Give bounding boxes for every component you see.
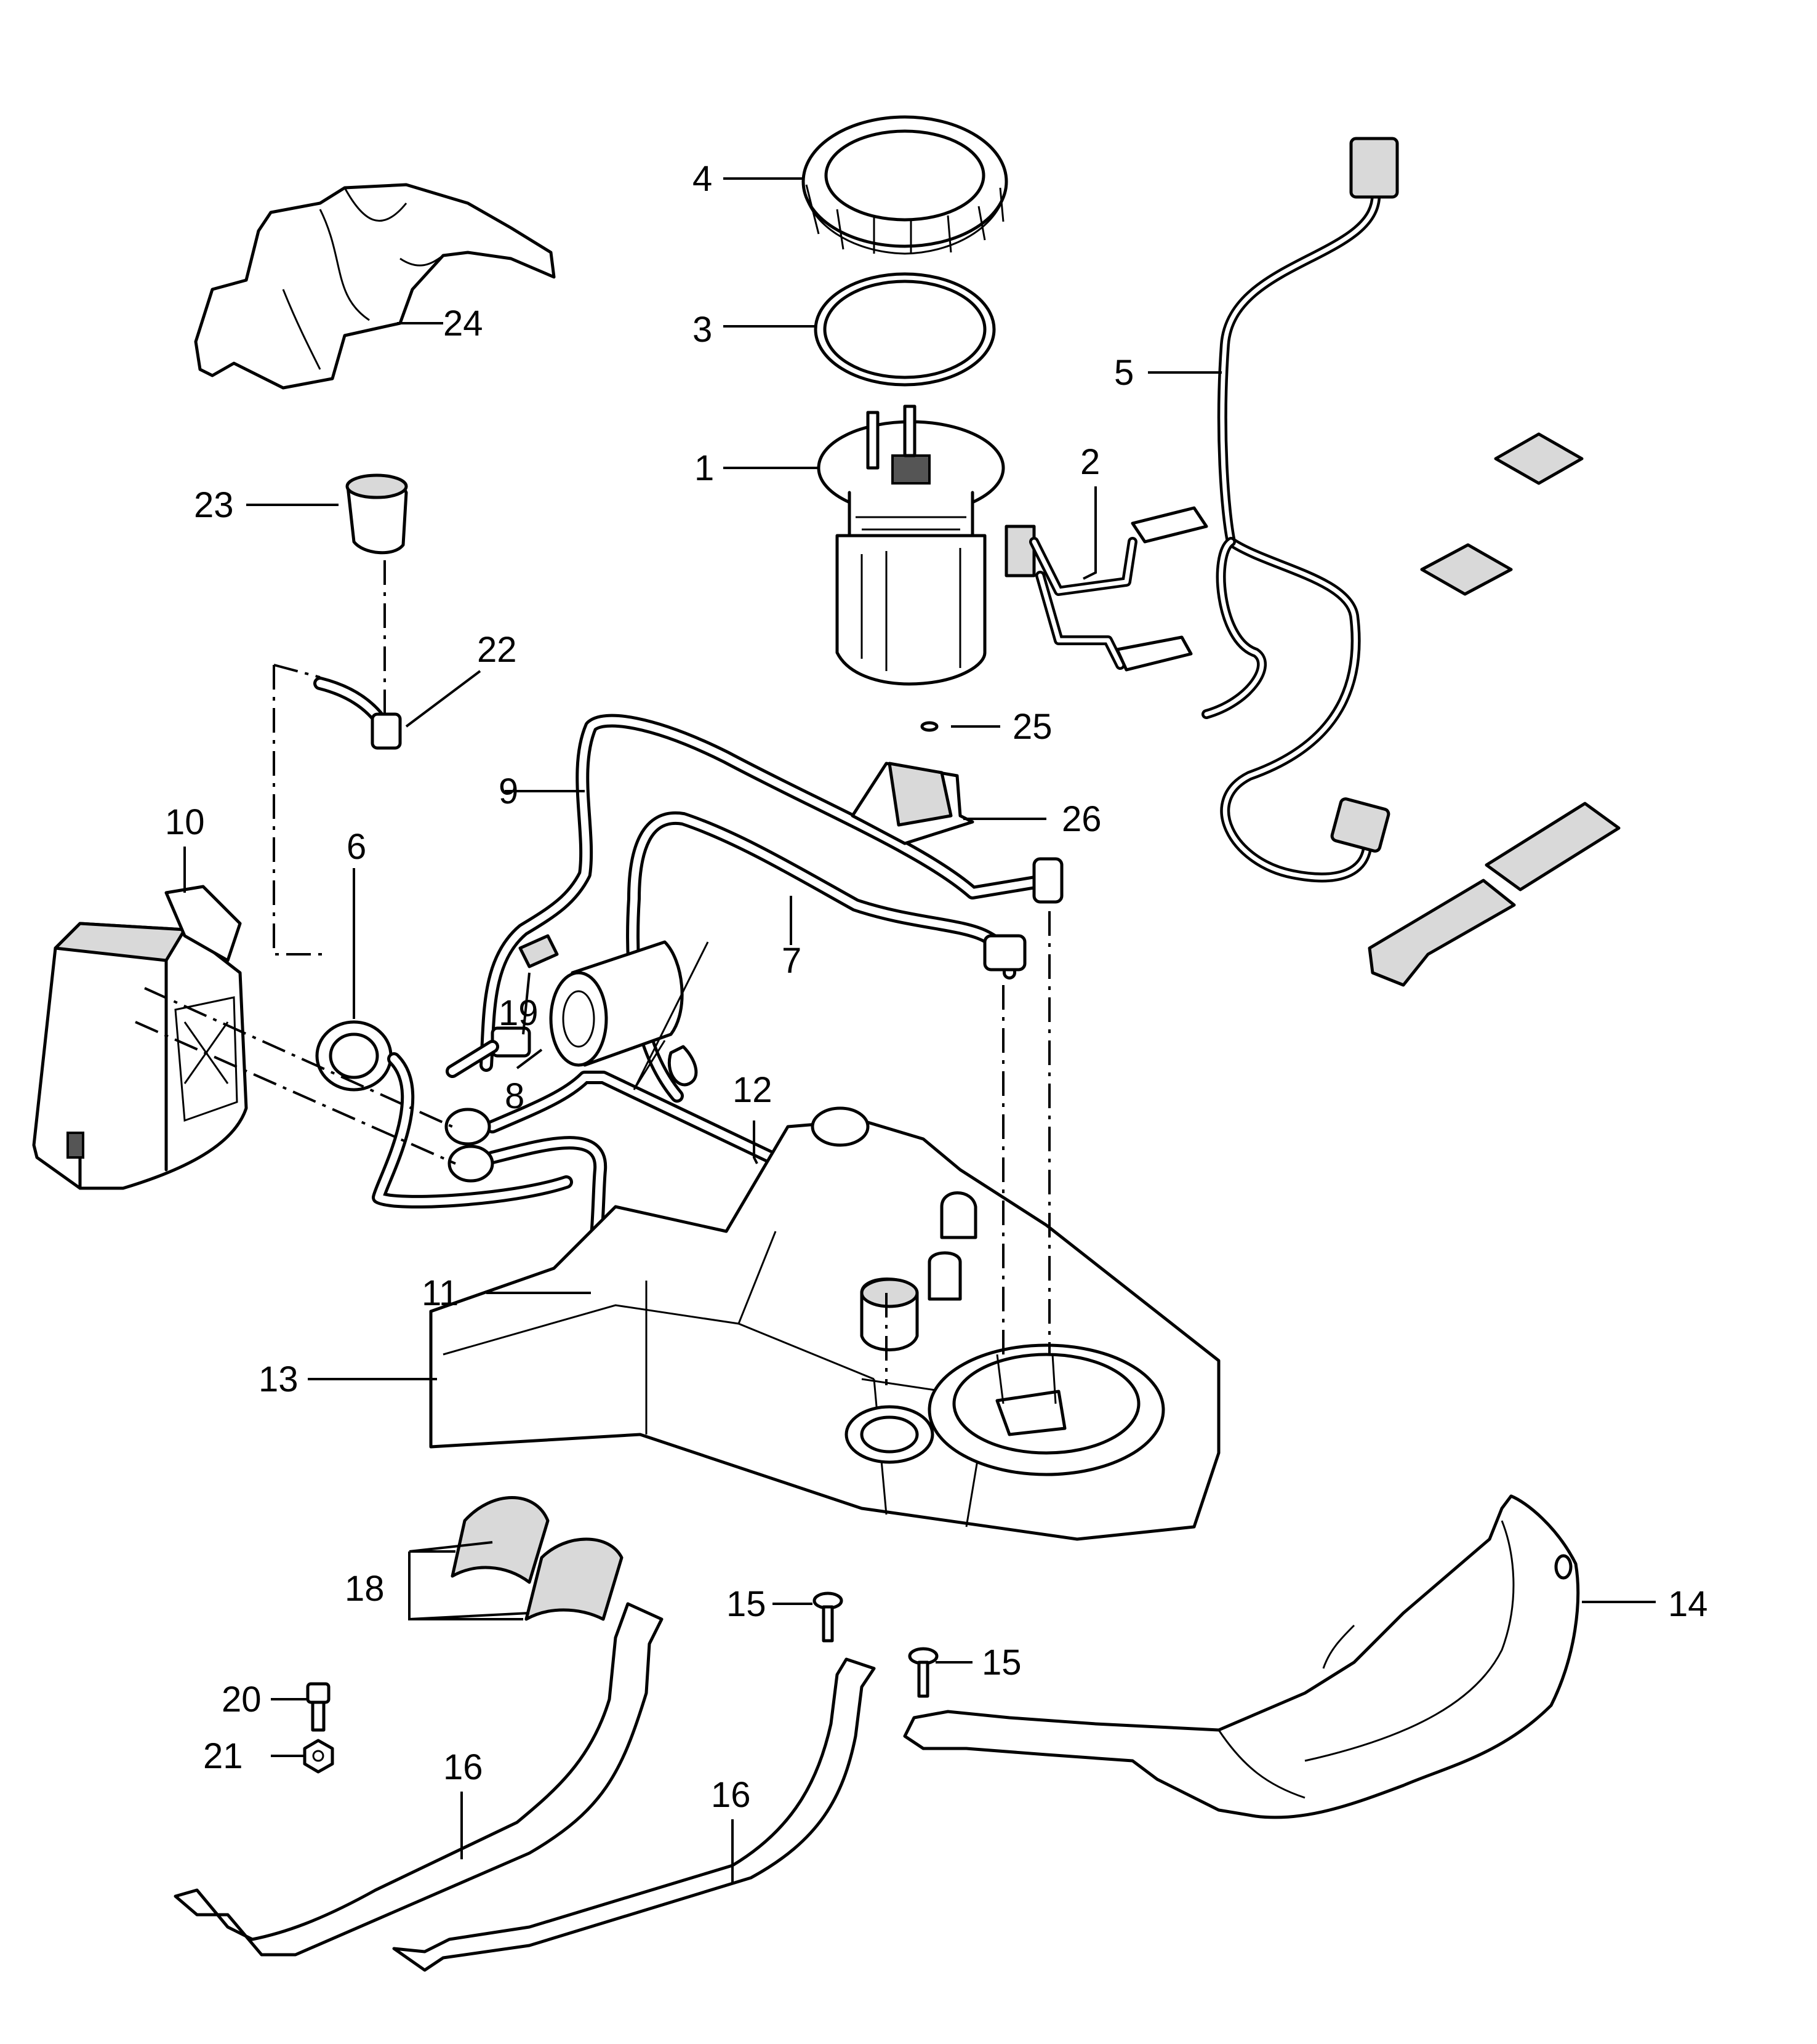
callout-4: 4	[692, 159, 712, 199]
part-3-seal-ring	[814, 272, 996, 387]
callout-10: 10	[165, 802, 205, 842]
part-23-cap	[345, 473, 408, 555]
callout-21: 21	[203, 1736, 243, 1776]
part-26-bracket	[851, 762, 974, 845]
part-24-heat-shield	[194, 183, 556, 390]
callout-1: 1	[694, 448, 714, 488]
pad-set	[1368, 432, 1621, 987]
part-9-fuel-supply-line	[479, 714, 1064, 1072]
callout-19: 19	[499, 993, 539, 1033]
callout-22: 22	[477, 630, 517, 670]
callout-13: 13	[259, 1359, 299, 1399]
part-15-bolt-a	[812, 1591, 843, 1643]
part-22-elbow-pipe	[313, 677, 402, 750]
callout-11: 11	[422, 1273, 459, 1313]
part-7-fuel-return-line	[626, 811, 1027, 1103]
part-16-strap-right	[392, 1657, 876, 1972]
part-20-bolt	[306, 1682, 331, 1732]
part-6-hose-clamp	[315, 1020, 393, 1092]
callout-18: 18	[345, 1569, 385, 1609]
part-13-fuel-tank	[429, 1106, 1221, 1541]
callout-9: 9	[499, 771, 518, 811]
callout-23: 23	[194, 485, 234, 525]
callout-6: 6	[347, 827, 366, 867]
callout-14: 14	[1668, 1584, 1708, 1624]
leader-lines	[183, 177, 1656, 1884]
part-10-charcoal-canister	[32, 885, 248, 1190]
callout-16b: 16	[711, 1775, 751, 1815]
part-4-locking-ring	[801, 115, 1008, 255]
part-18-pads	[451, 1496, 624, 1621]
callout-12: 12	[732, 1070, 772, 1110]
part-1-fuel-pump-module	[817, 404, 1005, 686]
callout-15a: 15	[726, 1584, 766, 1624]
callout-7: 7	[782, 941, 801, 981]
callout-26: 26	[1062, 799, 1102, 839]
callout-5: 5	[1114, 353, 1134, 393]
callout-8: 8	[505, 1076, 524, 1116]
part-25-o-ring	[920, 721, 939, 732]
part-2-level-sensor	[1005, 506, 1208, 672]
callout-labels: 4 24 3 5 1 2 23 22 25 9 26 10 6 7 19 8 1…	[165, 159, 1708, 1815]
part-15-bolt-b	[908, 1647, 939, 1698]
part-19-clip	[518, 934, 559, 968]
part-8-fuel-filter	[446, 940, 709, 1090]
part-21-nut	[303, 1739, 334, 1774]
part-14-underbody-shield	[903, 1494, 1580, 1819]
callout-2: 2	[1080, 442, 1100, 482]
callout-20: 20	[222, 1680, 262, 1720]
callout-25: 25	[1013, 707, 1053, 747]
part-5-wiring-harness	[1201, 137, 1399, 883]
callout-24: 24	[443, 304, 483, 344]
part-16-strap-left	[174, 1602, 664, 1957]
callout-3: 3	[692, 310, 712, 350]
assembly-lines	[135, 560, 1051, 1385]
callout-15b: 15	[982, 1643, 1022, 1683]
callout-16a: 16	[443, 1747, 483, 1787]
